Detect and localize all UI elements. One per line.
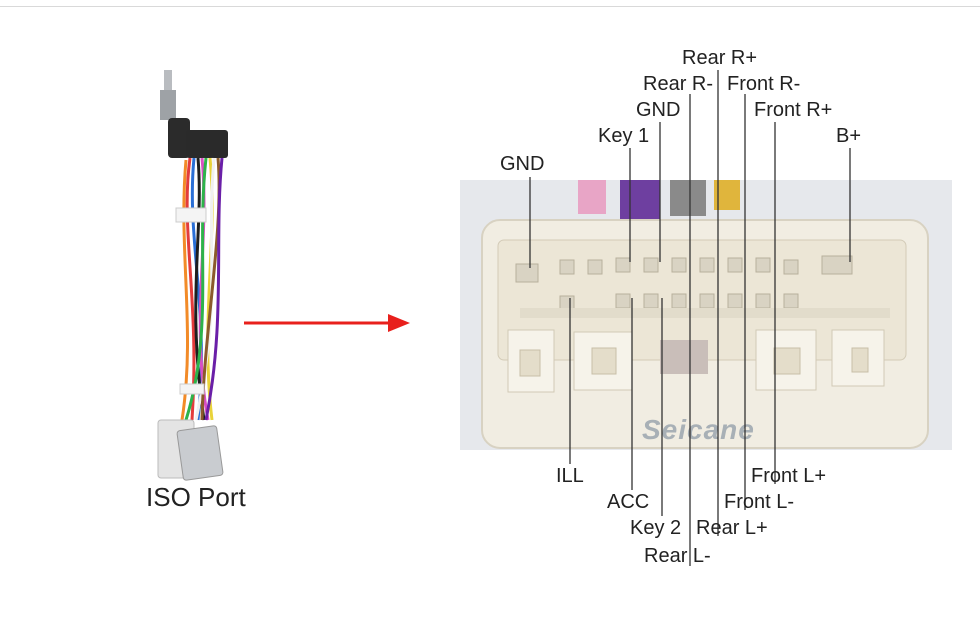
top-connector [186,130,228,158]
arrow-head [388,314,410,332]
antenna-barrel [160,90,176,120]
label-rear-l-minus: Rear L- [644,545,711,567]
label-gnd-left: GND [500,153,545,175]
label-front-l-plus: Front L+ [751,465,827,487]
antenna-tip [164,70,172,92]
wire-tag-mid [179,383,205,395]
iso-connector-b [176,425,224,481]
wire-tag-top [175,207,207,223]
top-divider [0,6,980,7]
label-acc: ACC [607,491,650,513]
antenna-plug [168,118,190,158]
watermark-seicane: Seicane [642,414,755,445]
label-ill: ILL [556,465,584,487]
label-rear-r-plus: Rear R+ [682,47,758,69]
label-key1: Key 1 [598,125,650,147]
label-gnd: GND [636,99,681,121]
label-front-l-minus: Front L- [724,491,795,513]
label-key2: Key 2 [630,517,682,539]
label-front-r-plus: Front R+ [754,99,833,121]
label-rear-l-plus: Rear L+ [696,517,768,539]
label-rear-r-minus: Rear R- [643,73,714,95]
iso-port-caption: ISO Port [146,482,246,512]
connector-drawing [460,180,952,450]
label-front-r-minus: Front R- [727,73,801,95]
label-b-plus: B+ [836,125,862,147]
connector-photo [460,180,952,450]
